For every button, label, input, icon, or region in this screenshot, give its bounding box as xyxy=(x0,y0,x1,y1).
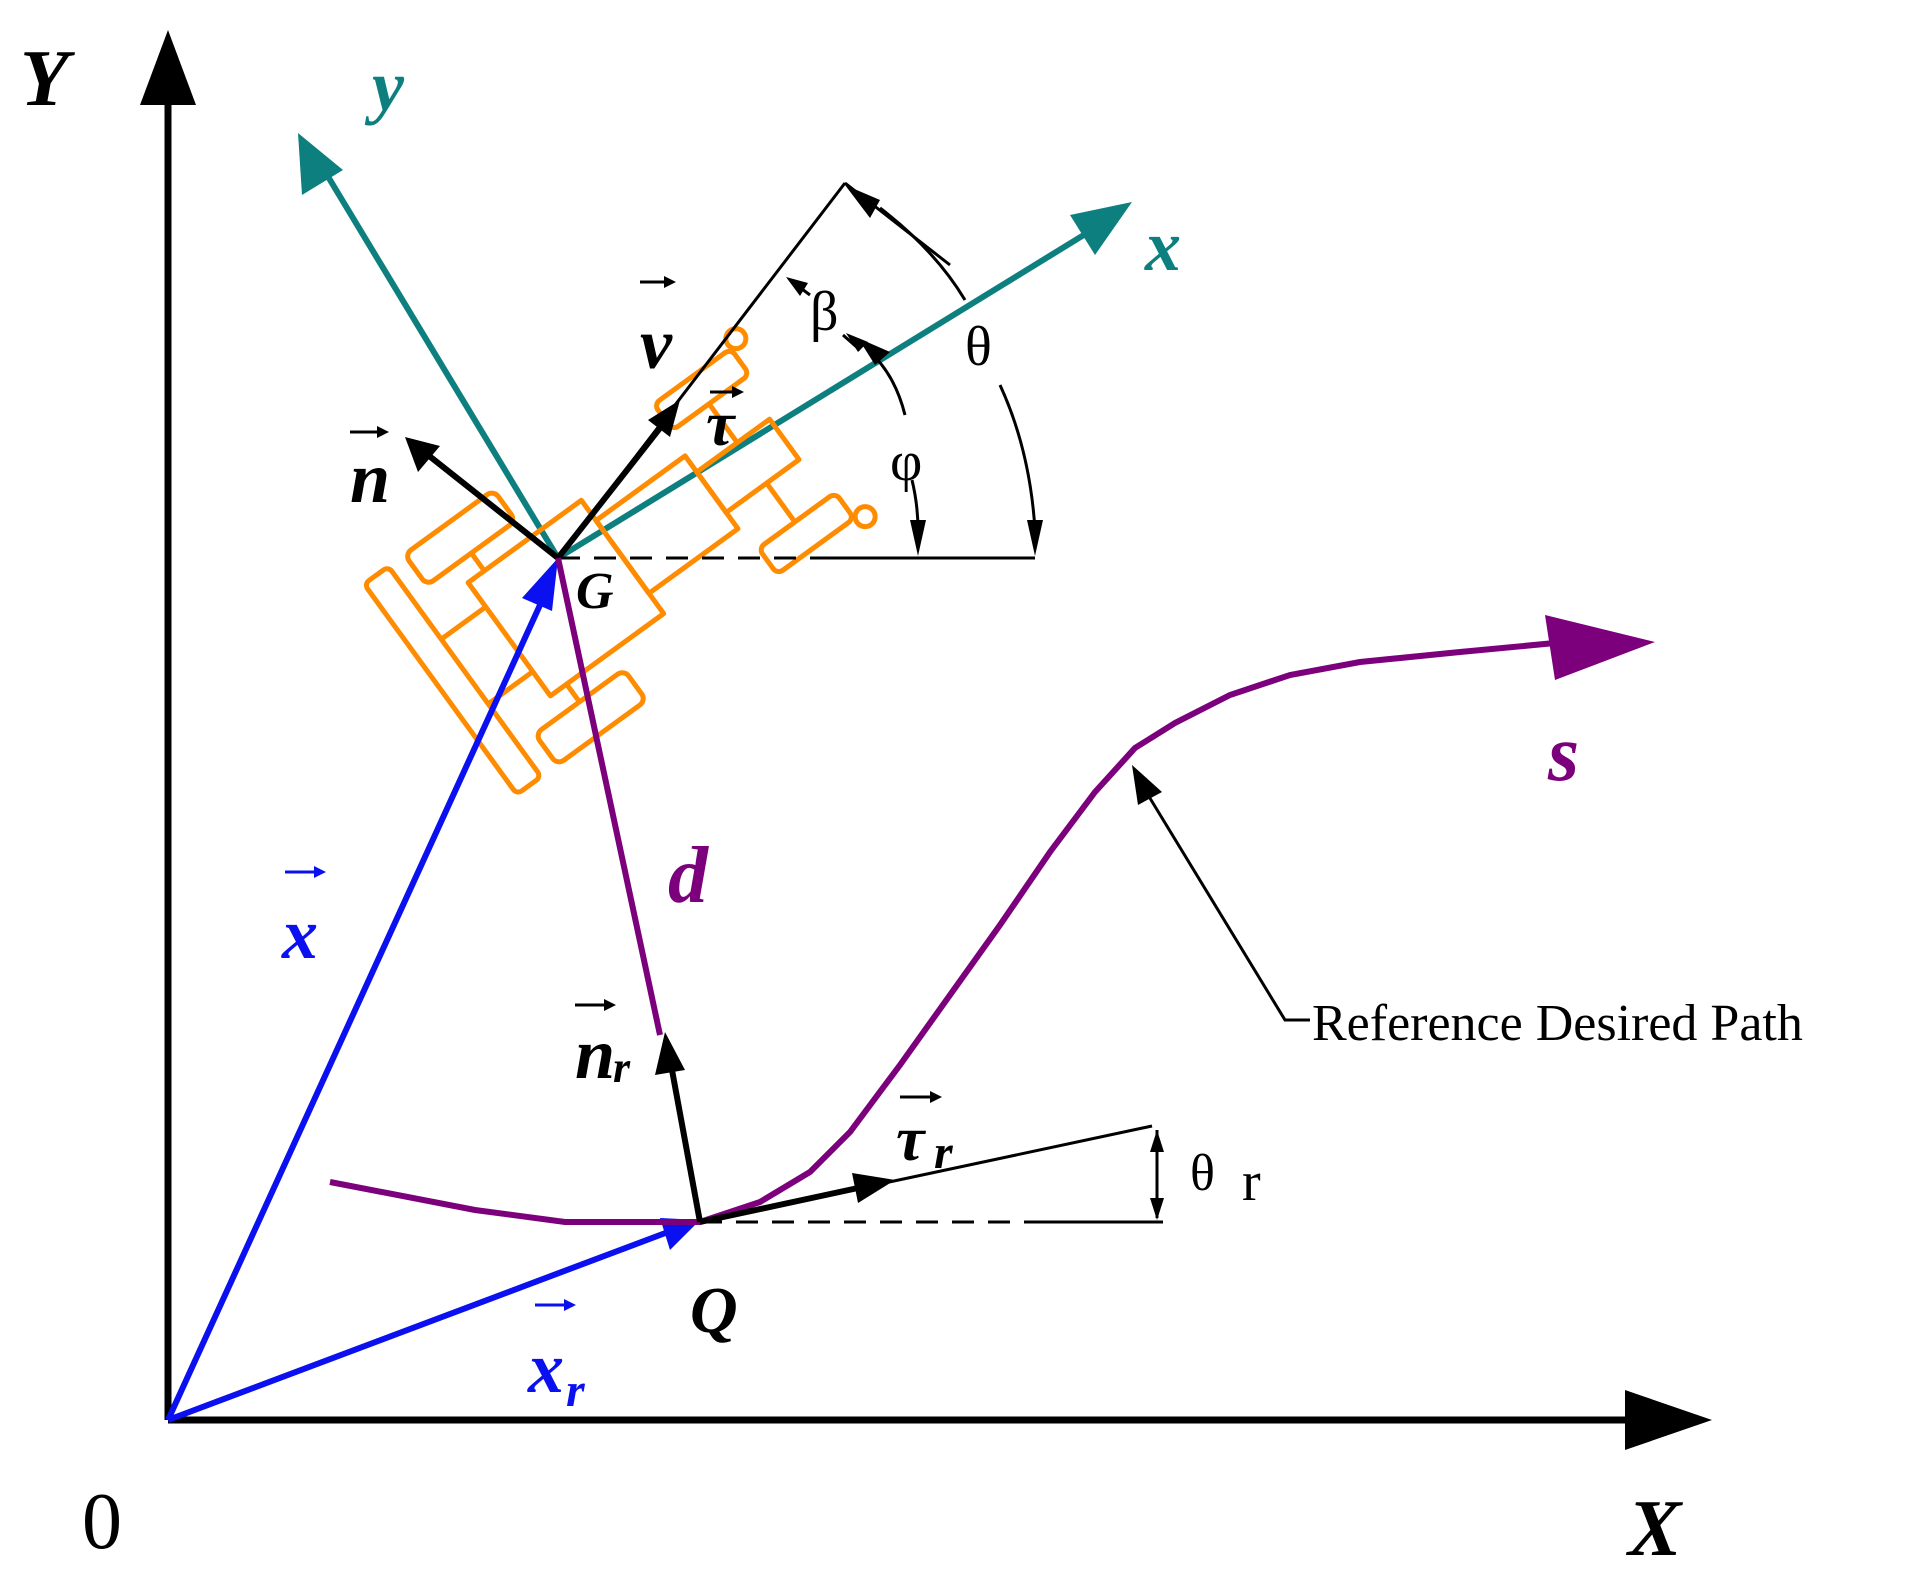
v-vector-label: v xyxy=(640,304,673,384)
phi-arrowhead-top xyxy=(858,338,890,365)
body-y-axis-line xyxy=(315,158,561,560)
body-y-label: y xyxy=(364,46,405,126)
taur-vector-subscript: r xyxy=(934,1126,954,1179)
x-position-vector-arrowhead xyxy=(522,558,558,611)
n-overarrow-head xyxy=(377,426,389,438)
beta-label: β xyxy=(810,281,839,343)
phi-arrowhead-bottom xyxy=(910,520,926,556)
tau-vector-line xyxy=(555,426,663,560)
tau-overarrow-head xyxy=(732,386,744,398)
point-q-label: Q xyxy=(690,1274,738,1347)
reference-path xyxy=(329,557,1655,1225)
tractor-axle-front-left xyxy=(707,402,740,445)
tau-vector-label: τ xyxy=(706,388,737,459)
theta-r-subscript: r xyxy=(1242,1151,1261,1213)
global-x-label: X xyxy=(1625,1485,1683,1573)
nr-vector-line xyxy=(669,1069,703,1223)
taur-extension-line xyxy=(879,1124,1153,1186)
path-pointer xyxy=(1132,765,1310,1022)
beta-arrowhead-lower xyxy=(846,333,868,352)
taur-vector-line xyxy=(699,1185,859,1225)
theta-arrowhead-bottom xyxy=(1027,520,1043,556)
distance-d-label: d xyxy=(668,832,709,920)
beta-arrowhead-upper xyxy=(786,277,808,296)
tractor-front-left-knob xyxy=(723,326,749,352)
reference-vectors xyxy=(655,1032,1164,1225)
distance-d-line xyxy=(555,557,663,1036)
point-g-label: G xyxy=(576,563,614,620)
body-x-axis-line xyxy=(556,222,1102,561)
y-axis-arrowhead xyxy=(140,30,196,105)
theta-label: θ xyxy=(965,316,992,378)
n-vector-arrowhead xyxy=(405,437,440,472)
path-pointer-line xyxy=(1143,789,1310,1022)
body-y-axis-arrowhead xyxy=(298,133,343,195)
theta-r-arrowhead-bottom xyxy=(1150,1198,1164,1220)
arc-length-s-label: s xyxy=(1547,710,1579,798)
theta-r-arrowhead-top xyxy=(1150,1130,1164,1152)
x-position-vector-line xyxy=(165,603,543,1422)
tractor-rear-bar xyxy=(363,566,542,795)
body-x-axis-arrowhead xyxy=(1070,202,1132,255)
reference-path-label: Reference Desired Path xyxy=(1312,995,1803,1052)
xr-position-vector-line xyxy=(166,1229,670,1423)
blue-overhead-arrows xyxy=(285,866,576,1311)
theta-arrowhead-top xyxy=(845,185,880,218)
theta-arc-lower xyxy=(998,384,1037,531)
global-y-label: Y xyxy=(20,35,75,123)
body-x-label: x xyxy=(1144,206,1181,286)
xr-vector-subscript: r xyxy=(566,1364,586,1417)
xr-vector-label: x xyxy=(527,1328,564,1408)
x-vector-overarrow-head xyxy=(314,866,326,878)
x-vector-label: x xyxy=(281,894,318,974)
path-pointer-arrowhead xyxy=(1132,765,1162,805)
v-overarrow-head xyxy=(664,276,676,288)
phi-label: φ xyxy=(890,431,922,493)
n-vector-label: n xyxy=(350,438,390,518)
nr-vector-arrowhead xyxy=(655,1032,685,1075)
theta-r-label: θ xyxy=(1190,1145,1215,1202)
tractor-icon xyxy=(363,326,878,795)
tractor-engine xyxy=(694,416,802,516)
robot-vectors xyxy=(405,400,680,561)
tractor-wheel-rear-left xyxy=(405,490,516,585)
nr-overarrow-head xyxy=(604,999,616,1011)
x-axis-arrowhead xyxy=(1625,1390,1712,1450)
xr-position-vector-arrowhead xyxy=(660,1218,700,1250)
tractor-axle-rear-right xyxy=(564,682,582,704)
overhead-arrowheads xyxy=(377,276,942,1103)
n-vector-line xyxy=(426,452,560,561)
taur-vector-arrowhead xyxy=(852,1173,895,1203)
taur-vector-label: τ xyxy=(896,1103,927,1174)
angle-construction xyxy=(556,181,1037,560)
nr-vector-subscript: r xyxy=(613,1043,631,1092)
tractor-axle-front-right xyxy=(764,481,797,524)
tractor-front-right-knob xyxy=(852,504,878,530)
reference-path-arrowhead xyxy=(1545,615,1655,680)
taur-overarrow-head xyxy=(930,1091,942,1103)
nr-vector-label: n xyxy=(575,1014,615,1094)
global-axes xyxy=(140,30,1712,1450)
origin-label: 0 xyxy=(82,1478,122,1566)
position-vectors xyxy=(165,558,700,1423)
angle-arrowheads xyxy=(786,185,1043,556)
tractor-axle-rear-left xyxy=(469,551,487,573)
tractor-wheel-front-right xyxy=(758,492,854,575)
theta-arc-upper xyxy=(879,206,967,301)
body-frame xyxy=(298,133,1132,561)
xr-vector-overarrow-head xyxy=(564,1299,576,1311)
tractor-hitch-left xyxy=(439,604,488,642)
tau-vector-arrowhead xyxy=(648,400,680,437)
